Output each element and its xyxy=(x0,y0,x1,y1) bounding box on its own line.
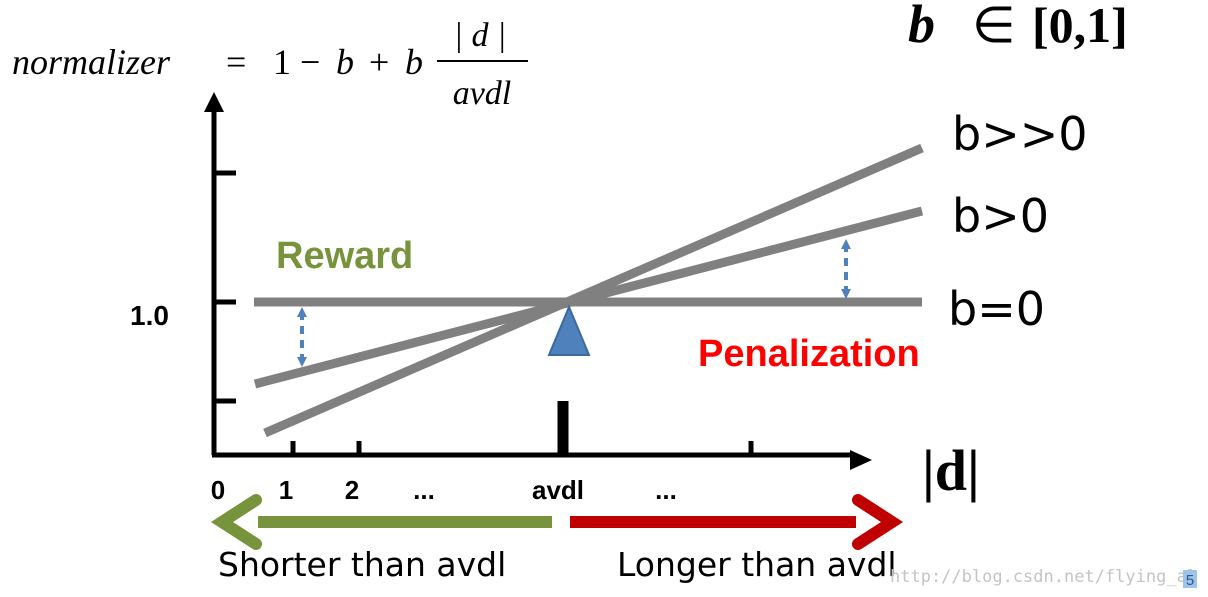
normalizer-lines xyxy=(253,143,924,438)
longer-arrow-head xyxy=(852,494,904,550)
x-axis-arrowhead xyxy=(850,450,872,470)
formula-equals: = xyxy=(226,42,246,82)
x-tick-label-avdl: avdl xyxy=(532,475,584,505)
shorter-caption: Shorter than avdl xyxy=(218,545,506,584)
formula-b-first: b xyxy=(336,42,354,82)
curve-label-b-eq-0: b=0 xyxy=(948,282,1045,336)
shorter-arrow-head xyxy=(210,494,262,550)
b-range-in: ∈ xyxy=(972,0,1016,53)
penalization-label: Penalization xyxy=(698,333,920,375)
b-range-interval: [0,1] xyxy=(1032,0,1128,53)
x-tick-label-0: 0 xyxy=(211,475,225,505)
shorter-arrow xyxy=(210,494,552,550)
formula-denominator: avdl xyxy=(453,75,512,112)
reward-label: Reward xyxy=(276,235,413,277)
longer-arrow xyxy=(570,494,904,550)
curve-label-b-much-gt-0: b>>0 xyxy=(952,107,1088,161)
x-tick-label-dots-right: ... xyxy=(655,475,677,505)
x-tick-label-2: 2 xyxy=(345,475,359,505)
formula-one: 1 xyxy=(273,42,291,82)
axes xyxy=(204,92,872,470)
y-axis-arrowhead xyxy=(204,92,224,112)
page-number: 5 xyxy=(1186,572,1194,589)
x-tick-label-dots-left: ... xyxy=(413,475,435,505)
x-axis-label: |d| xyxy=(922,438,980,503)
b-range-b: b xyxy=(908,0,935,54)
curve-label-b-gt-0: b>0 xyxy=(952,189,1049,243)
pivot-triangle xyxy=(547,304,591,356)
longer-caption: Longer than avdl xyxy=(617,545,897,584)
formula-lhs: normalizer xyxy=(12,42,171,82)
watermark-url: http://blog.csdn.net/flying_al xyxy=(890,567,1197,587)
normalizer-formula: normalizer = 1 − b + b | d | avdl xyxy=(12,17,528,112)
y-label-one: 1.0 xyxy=(130,300,169,331)
page-number-badge xyxy=(1183,570,1197,588)
formula-plus: + xyxy=(369,42,389,82)
formula-minus: − xyxy=(300,42,320,82)
formula-numerator: | d | xyxy=(454,17,507,54)
line-b-much-gt-0 xyxy=(263,143,924,438)
formula-b-second: b xyxy=(405,42,423,82)
b-range: b ∈ [0,1] xyxy=(908,0,1128,54)
x-tick-label-1: 1 xyxy=(279,475,293,505)
